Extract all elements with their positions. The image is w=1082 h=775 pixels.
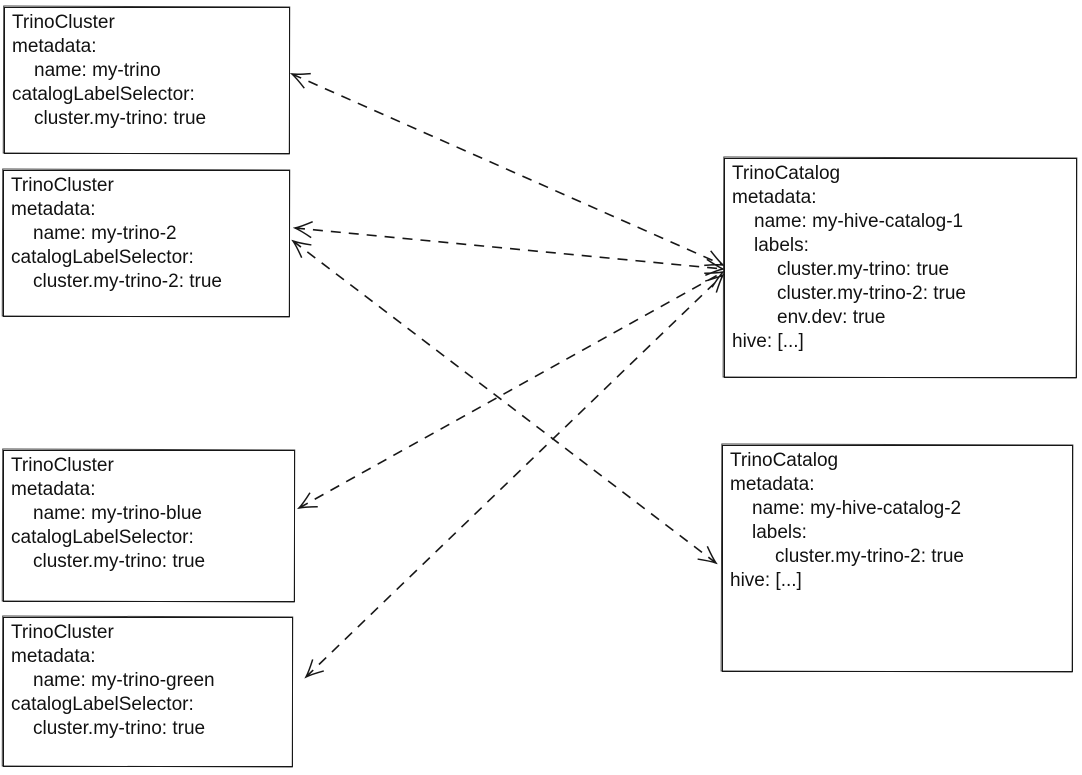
trinocatalog-my-hive-catalog-2-box: TrinoCatalog metadata: name: my-hive-cat… (722, 445, 1073, 672)
edge-my-trino-green-to-catalog-1 (306, 275, 723, 677)
resource-kind: TrinoCluster (11, 175, 114, 196)
name-field: name: my-hive-catalog-2 (752, 498, 962, 519)
resource-kind: TrinoCatalog (732, 163, 841, 184)
resource-kind: TrinoCluster (11, 455, 114, 476)
name-field: name: my-trino-blue (33, 503, 202, 524)
resource-kind: TrinoCatalog (730, 450, 839, 471)
metadata-label: metadata: (11, 479, 96, 500)
edge-my-trino-to-catalog-1 (292, 74, 723, 265)
metadata-label: metadata: (12, 36, 97, 57)
name-field: name: my-trino-green (33, 670, 215, 691)
selector-label: catalogLabelSelector: (11, 694, 194, 715)
edge-my-trino-2-to-catalog-2 (293, 241, 716, 563)
metadata-label: metadata: (11, 646, 96, 667)
selector-label: catalogLabelSelector: (11, 247, 194, 268)
trinocluster-my-trino-green-box: TrinoCluster metadata: name: my-trino-gr… (3, 617, 293, 767)
name-field: name: my-hive-catalog-1 (754, 211, 964, 232)
label-entry: cluster.my-trino-2: true (775, 546, 964, 567)
selector-field: cluster.my-trino-2: true (33, 271, 222, 292)
hive-field: hive: [...] (730, 570, 802, 591)
selector-field: cluster.my-trino: true (33, 718, 206, 739)
metadata-label: metadata: (730, 474, 815, 495)
selector-field: cluster.my-trino: true (33, 551, 206, 572)
trinocluster-my-trino-2-box: TrinoCluster metadata: name: my-trino-2 … (3, 170, 290, 317)
name-field: name: my-trino (34, 60, 161, 81)
edge-my-trino-2-to-catalog-1 (295, 228, 723, 269)
name-field: name: my-trino-2 (33, 223, 177, 244)
label-entry: cluster.my-trino: true (777, 259, 950, 280)
hive-field: hive: [...] (732, 331, 804, 352)
metadata-label: metadata: (11, 199, 96, 220)
resource-kind: TrinoCluster (12, 12, 115, 33)
resource-kind: TrinoCluster (11, 622, 114, 643)
labels-label: labels: (752, 522, 807, 543)
trinocatalog-my-hive-catalog-1-box: TrinoCatalog metadata: name: my-hive-cat… (724, 158, 1077, 378)
selector-field: cluster.my-trino: true (34, 108, 207, 129)
labels-label: labels: (754, 235, 809, 256)
edge-my-trino-blue-to-catalog-1 (299, 272, 723, 508)
selector-label: catalogLabelSelector: (11, 527, 194, 548)
metadata-label: metadata: (732, 187, 817, 208)
trinocluster-my-trino-box: TrinoCluster metadata: name: my-trino ca… (4, 7, 290, 154)
label-entry: env.dev: true (777, 307, 886, 328)
label-entry: cluster.my-trino-2: true (777, 283, 966, 304)
selector-label: catalogLabelSelector: (12, 84, 195, 105)
trinocluster-my-trino-blue-box: TrinoCluster metadata: name: my-trino-bl… (3, 450, 295, 602)
